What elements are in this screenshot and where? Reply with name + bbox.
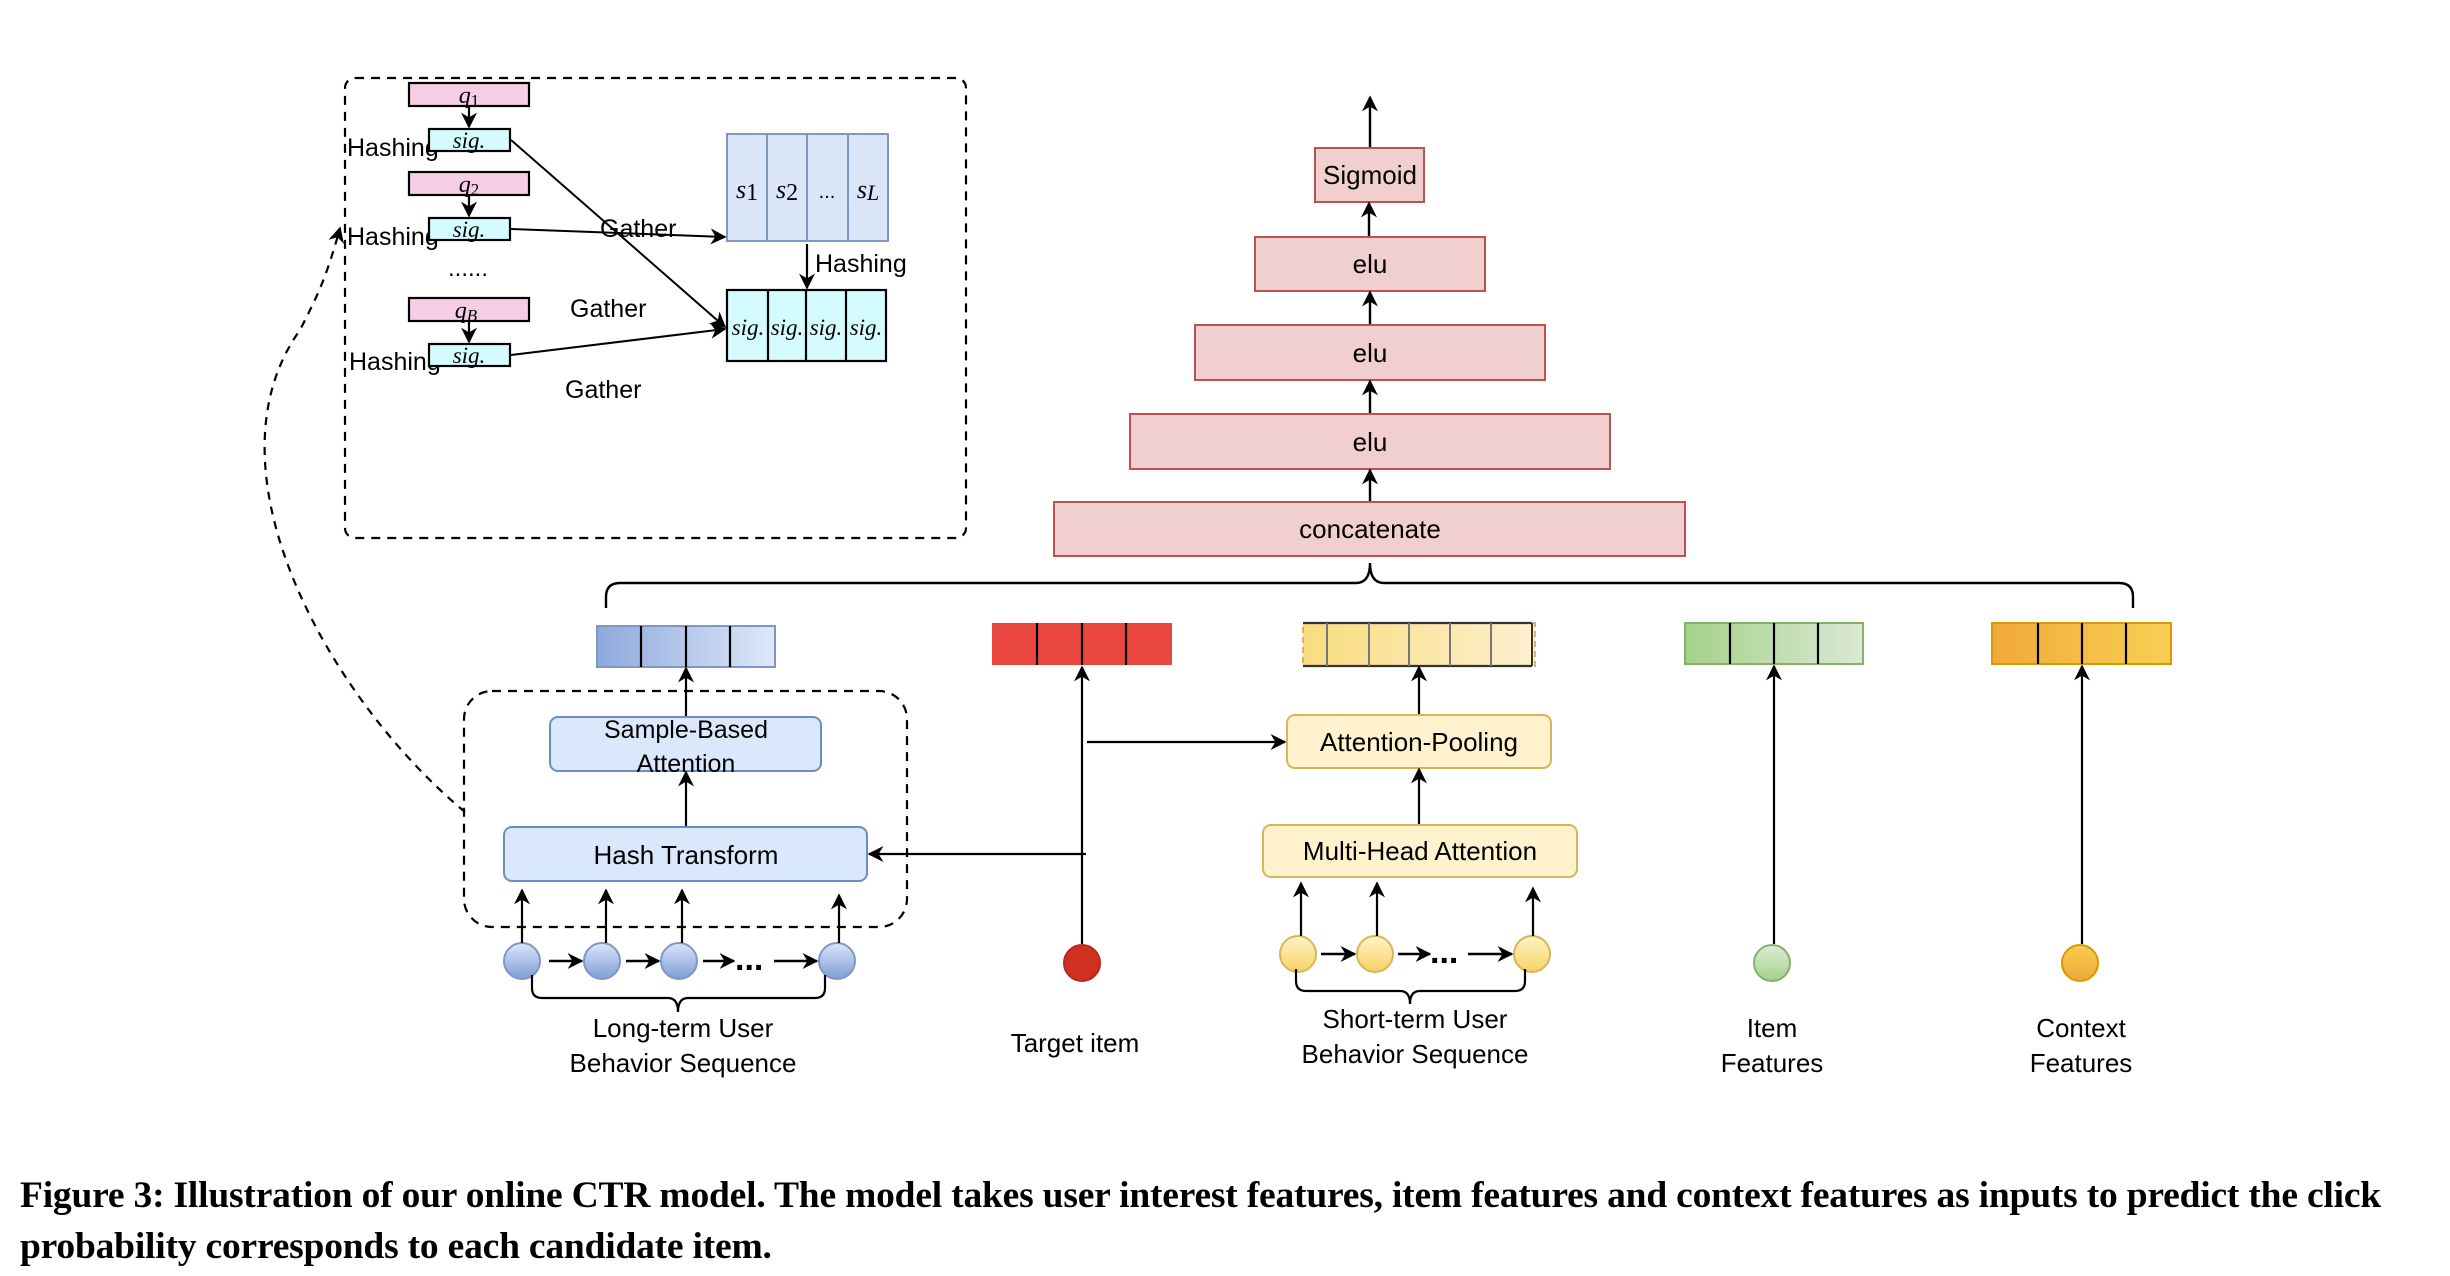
sigmoid-label: Sigmoid — [1323, 160, 1417, 190]
short-term-sequence: ... — [1279, 881, 1551, 1005]
sigmoid-layer — [1314, 147, 1425, 203]
long-term-embedding-vector — [596, 625, 776, 668]
short-term-behavior-node — [1513, 935, 1551, 973]
sequence-hashing-label: Hashing — [815, 250, 907, 278]
item-embedding-vector — [1684, 622, 1864, 665]
signature-cell: sig. — [850, 315, 883, 340]
gather-label-qb: Gather — [565, 376, 641, 404]
context-features-label-line1: Context — [2036, 1013, 2126, 1043]
hash-transform-label: Hash Transform — [594, 840, 779, 870]
long-term-sequence: ... — [503, 888, 856, 1013]
short-term-behavior-node — [1279, 935, 1317, 973]
sequence-cell-s2: s2 — [776, 175, 798, 206]
sequence-cell-sl: sL — [857, 175, 879, 205]
figure-caption: Figure 3: Illustration of our online CTR… — [20, 1175, 2381, 1267]
elu-label-1: elu — [1353, 249, 1388, 279]
embedding-frame — [1302, 622, 1536, 667]
hash-transform-box — [503, 826, 868, 882]
long-term-behavior-node — [660, 942, 698, 980]
context-features-node — [2061, 944, 2099, 982]
long-term-behavior-node — [503, 942, 541, 980]
hashing-label-q2: Hashing — [347, 223, 439, 251]
long-term-behavior-node — [818, 942, 856, 980]
signature-cell: sig. — [810, 315, 843, 340]
item-features-node — [1753, 944, 1791, 982]
item-features-label-line2: Features — [1721, 1048, 1824, 1078]
short-term-label-line2: Behavior Sequence — [1302, 1039, 1529, 1069]
sequence-array: s1 s2 ... sL — [726, 133, 889, 242]
short-term-embedding-vector — [1302, 621, 1536, 668]
long-term-label-line2: Behavior Sequence — [570, 1048, 797, 1078]
hashing-detail-dashed-frame — [343, 76, 968, 540]
elu-label-2: elu — [1353, 338, 1388, 368]
zoom-detail-dashed-arrow — [263, 226, 466, 813]
query-label-q1: q1 — [459, 83, 480, 110]
multi-head-attention-box — [1262, 824, 1578, 878]
short-term-brace — [1294, 969, 1527, 1005]
sequence-cell-s1: s1 — [736, 175, 758, 206]
sequence-cell-ellipsis: ... — [819, 181, 836, 203]
sequence-ellipsis: ... — [1430, 933, 1458, 971]
long-term-label-line1: Long-term User — [593, 1013, 774, 1043]
signature-cell: sig. — [732, 315, 765, 340]
hashing-detail-panel: q1 Hashing sig. q2 Hashing sig. ...... q… — [343, 76, 968, 540]
hashing-label-q1: Hashing — [347, 134, 439, 162]
signature-box-qb — [427, 342, 512, 368]
signature-cell: sig. — [771, 315, 804, 340]
long-term-behavior-node — [583, 942, 621, 980]
query-group-2: q2 Hashing sig. — [347, 170, 531, 251]
elu-layer-2 — [1194, 324, 1546, 381]
mlp-tower: Sigmoid elu elu elu concatenate — [1053, 95, 1686, 557]
short-term-branch: Attention-Pooling Multi-Head Attention .… — [1262, 621, 1578, 1069]
query-label-qb: qB — [455, 298, 478, 325]
target-item-node — [1063, 944, 1101, 982]
sample-based-attention-label-line1: Sample-Based — [604, 716, 768, 744]
signature-box-q1 — [427, 127, 512, 153]
concatenate-layer — [1053, 501, 1686, 557]
long-term-brace — [530, 975, 827, 1013]
query-group-b: qB Hashing sig. — [349, 296, 531, 376]
sequence-ellipsis: ... — [735, 940, 763, 978]
context-embedding-vector — [1991, 622, 2172, 665]
context-features-label-line2: Features — [2030, 1048, 2133, 1078]
query-ellipsis: ...... — [448, 255, 488, 282]
concatenate-label: concatenate — [1299, 514, 1441, 544]
multi-head-attention-label: Multi-Head Attention — [1303, 836, 1537, 866]
signature-box-q2 — [427, 216, 512, 242]
query-label-q2: q2 — [459, 172, 480, 199]
item-features-label-line1: Item — [1747, 1013, 1798, 1043]
hashing-label-qb: Hashing — [349, 348, 441, 376]
short-term-label-line1: Short-term User — [1323, 1004, 1508, 1034]
target-item-label: Target item — [1011, 1028, 1140, 1058]
query-group-1: q1 Hashing sig. — [347, 81, 531, 162]
context-features-branch: Context Features — [1991, 622, 2172, 1078]
long-term-branch: Sample-Based Attention Hash Transform ..… — [462, 625, 909, 1078]
short-term-behavior-node — [1356, 935, 1394, 973]
signature-label-q2: sig. — [453, 217, 486, 242]
elu-layer-3 — [1129, 413, 1611, 470]
item-features-branch: Item Features — [1684, 622, 1864, 1078]
gather-line-qb — [510, 322, 727, 356]
signature-label-qb: sig. — [453, 343, 486, 368]
signature-label-q1: sig. — [453, 128, 486, 153]
gather-label-q2: Gather — [570, 295, 646, 323]
gather-line-q2 — [510, 228, 727, 245]
concatenate-brace — [604, 562, 2135, 608]
target-embedding-vector — [992, 623, 1172, 665]
signature-array: sig. sig. sig. sig. — [725, 288, 888, 363]
gather-label-q1: Gather — [600, 215, 676, 243]
attention-pooling-label: Attention-Pooling — [1320, 727, 1518, 757]
target-item-branch: Target item — [867, 623, 1287, 1058]
elu-label-3: elu — [1353, 427, 1388, 457]
